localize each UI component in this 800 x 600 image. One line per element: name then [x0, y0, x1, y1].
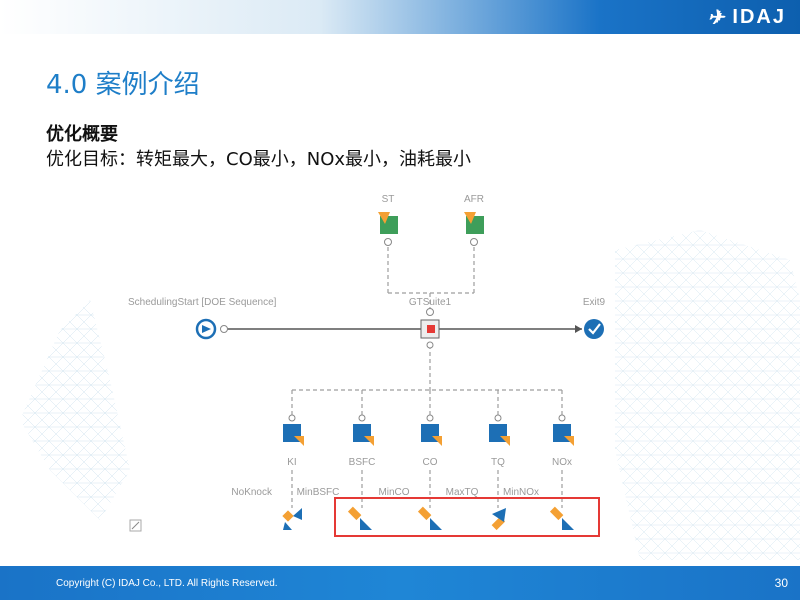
objective-label-noknock: NoKnock: [231, 487, 273, 498]
objective-node-minbsfc[interactable]: [347, 506, 372, 530]
objective-label-minco: MinCO: [378, 487, 409, 498]
output-label-ki: KI: [287, 457, 296, 468]
right-mesh-decoration: [615, 230, 800, 560]
section-heading: 优化概要: [46, 124, 118, 145]
output-label-tq: TQ: [491, 457, 505, 468]
objective-label-minnox: MinNOx: [503, 487, 539, 498]
output-node-nox[interactable]: [553, 414, 574, 446]
logo-text: IDAJ: [732, 6, 786, 28]
copyright-text: Copyright (C) IDAJ Co., LTD. All Rights …: [56, 578, 278, 589]
input-node-afr[interactable]: [464, 212, 484, 246]
footer-bar: [0, 566, 800, 600]
left-mesh-decoration: [20, 300, 130, 520]
page-number: 30: [774, 576, 788, 590]
objective-label-maxtq: MaxTQ: [446, 487, 479, 498]
objective-node-maxtq[interactable]: [491, 508, 506, 531]
company-logo: ✈ IDAJ: [708, 5, 786, 30]
scheduler-node[interactable]: [195, 318, 228, 340]
exit-label: Exit9: [583, 297, 606, 308]
input-label-afr: AFR: [464, 194, 484, 205]
header-bar: [0, 0, 800, 34]
slide-title: 4.0 案例介绍: [46, 70, 200, 100]
objective-node-minco[interactable]: [417, 506, 442, 530]
input-node-st[interactable]: [378, 212, 398, 246]
input-label-st: ST: [382, 194, 395, 205]
logo-swoosh-icon: ✈: [707, 7, 727, 29]
objective-label-minbsfc: MinBSFC: [297, 487, 340, 498]
solver-label: GTSuite1: [409, 297, 452, 308]
output-node-co[interactable]: [421, 414, 442, 446]
output-label-bsfc: BSFC: [349, 457, 376, 468]
output-node-tq[interactable]: [489, 414, 510, 446]
resize-icon[interactable]: [129, 519, 142, 532]
objective-node-minnox[interactable]: [549, 506, 574, 530]
output-label-co: CO: [423, 457, 438, 468]
exit-node[interactable]: [584, 319, 604, 339]
output-node-ki[interactable]: [283, 414, 304, 446]
highlight-box: [334, 497, 600, 537]
scheduler-label: SchedulingStart [DOE Sequence]: [128, 297, 277, 308]
output-node-bsfc[interactable]: [353, 414, 374, 446]
output-label-nox: NOx: [552, 457, 572, 468]
optimization-objective-text: 优化目标：转矩最大，CO最小，NOx最小，油耗最小: [46, 149, 472, 170]
solver-node[interactable]: [420, 308, 440, 349]
objective-node-noknock[interactable]: [282, 508, 302, 530]
